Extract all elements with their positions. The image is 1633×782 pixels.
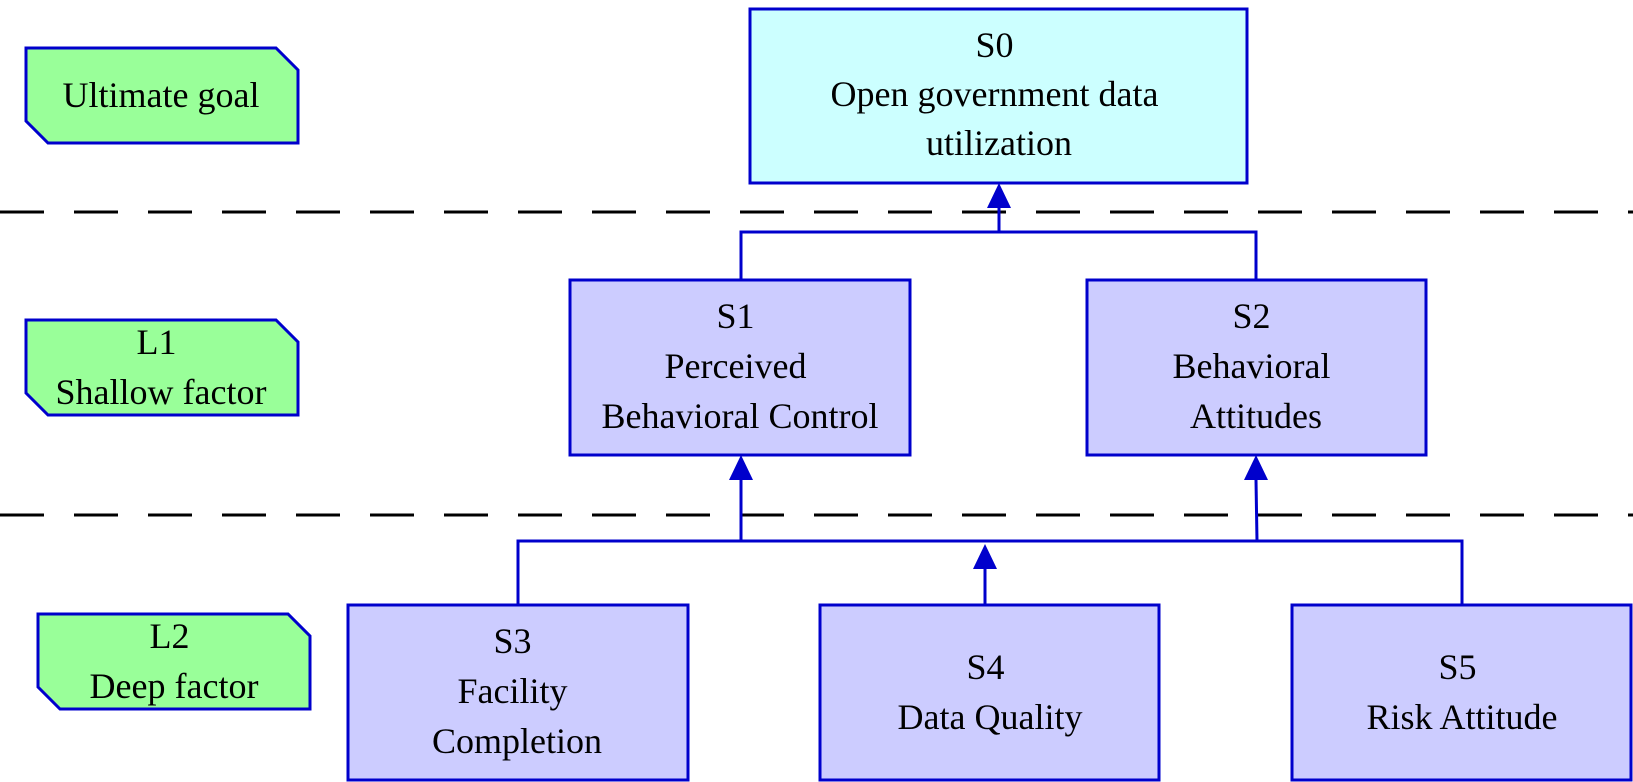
node-s1: S1 Perceived Behavioral Control <box>568 278 912 457</box>
level-label-l1: L1 Shallow factor <box>24 318 300 417</box>
level-label-l2: L2 Deep factor <box>36 612 312 711</box>
level-label-goal: Ultimate goal <box>24 46 300 145</box>
connector-l1-to-s0 <box>739 183 1258 280</box>
level-label-goal-text: Ultimate goal <box>63 75 260 115</box>
level-label-l2-text: L2 Deep factor <box>90 616 259 706</box>
connector-l2-to-l1 <box>516 455 1464 605</box>
node-s1-text: S1 Perceived Behavioral Control <box>602 296 879 436</box>
node-s4: S4 Data Quality <box>818 603 1161 782</box>
node-s0-text: S0 Open government data utilization <box>831 25 1168 163</box>
node-s4-text: S4 Data Quality <box>898 647 1083 737</box>
node-s0: S0 Open government data utilization <box>748 7 1249 185</box>
node-s3: S3 Facility Completion <box>346 603 690 782</box>
node-s2: S2 Behavioral Attitudes <box>1085 278 1428 457</box>
node-s5-text: S5 Risk Attitude <box>1366 647 1557 737</box>
arrow-to-s0 <box>987 183 1011 208</box>
node-s2-text: S2 Behavioral Attitudes <box>1173 296 1340 436</box>
level-label-l1-text: L1 Shallow factor <box>56 322 267 412</box>
arrow-to-s2 <box>1244 455 1268 480</box>
node-s3-text: S3 Facility Completion <box>432 621 602 761</box>
node-s5: S5 Risk Attitude <box>1290 603 1633 782</box>
arrow-from-s4 <box>973 544 997 569</box>
arrow-to-s1 <box>729 455 753 480</box>
